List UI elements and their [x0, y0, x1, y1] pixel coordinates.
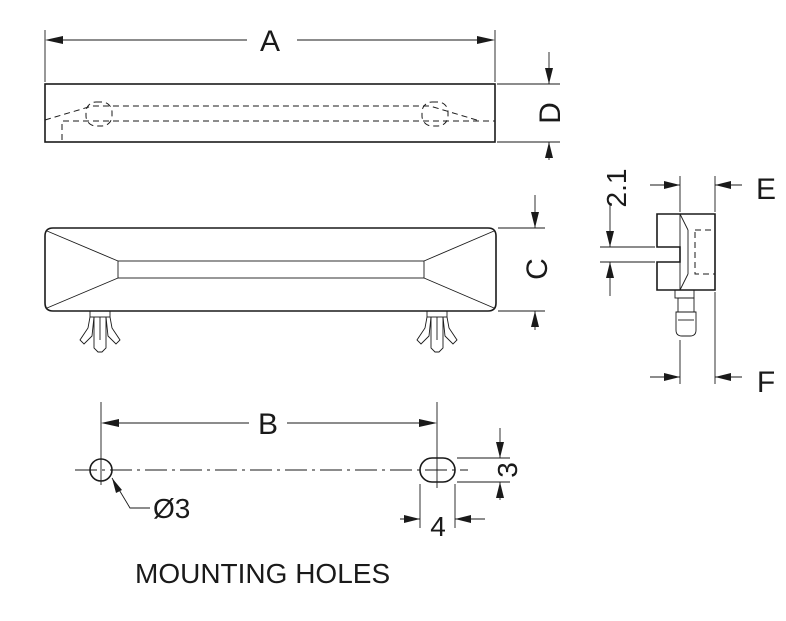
- hole-diameter-callout: Ø3: [111, 477, 190, 524]
- dimension-e: E: [650, 173, 776, 212]
- top-view: [44, 83, 496, 143]
- top-view-hidden-slope: [44, 105, 481, 122]
- mounting-holes-view: [75, 452, 468, 488]
- side-view-outline: [656, 213, 716, 291]
- dimension-f-label: F: [757, 366, 775, 399]
- push-rivet-right: [416, 310, 458, 353]
- front-view-center-slot: [117, 260, 425, 279]
- top-view-hidden-clip-left: [85, 101, 113, 127]
- top-view-outline: [44, 83, 496, 143]
- side-view: [656, 213, 716, 337]
- dimension-d: D: [497, 52, 567, 160]
- dimension-slot-height-label: 3: [492, 462, 523, 478]
- side-view-rivet: [674, 289, 697, 337]
- dimension-e-label: E: [756, 173, 776, 206]
- dimension-d-label: D: [534, 102, 567, 124]
- hole-diameter-label: Ø3: [153, 493, 190, 524]
- dimension-b-label: B: [258, 408, 278, 441]
- top-view-hidden-clip-right: [421, 101, 449, 127]
- dimension-f: F: [650, 292, 775, 399]
- dimension-b: B: [100, 402, 438, 455]
- front-view-outline: [44, 227, 497, 312]
- mounting-holes-caption: MOUNTING HOLES: [135, 558, 390, 589]
- push-rivet-left: [79, 310, 121, 353]
- dimension-c-label: C: [521, 258, 554, 280]
- side-view-hidden: [694, 229, 716, 275]
- dimension-c: C: [498, 195, 554, 330]
- dimension-slot-width: 4: [400, 484, 485, 542]
- front-view: [44, 227, 497, 353]
- dimension-2-1-label: 2.1: [601, 169, 632, 208]
- slotted-hole: [419, 457, 456, 483]
- dimension-a-label: A: [260, 25, 280, 58]
- top-view-hidden-base: [61, 120, 495, 140]
- dimension-slot-height: 3: [457, 428, 523, 500]
- dimension-slot-width-label: 4: [430, 511, 446, 542]
- dimension-a: A: [44, 25, 496, 82]
- dimension-2-1: 2.1: [600, 169, 655, 296]
